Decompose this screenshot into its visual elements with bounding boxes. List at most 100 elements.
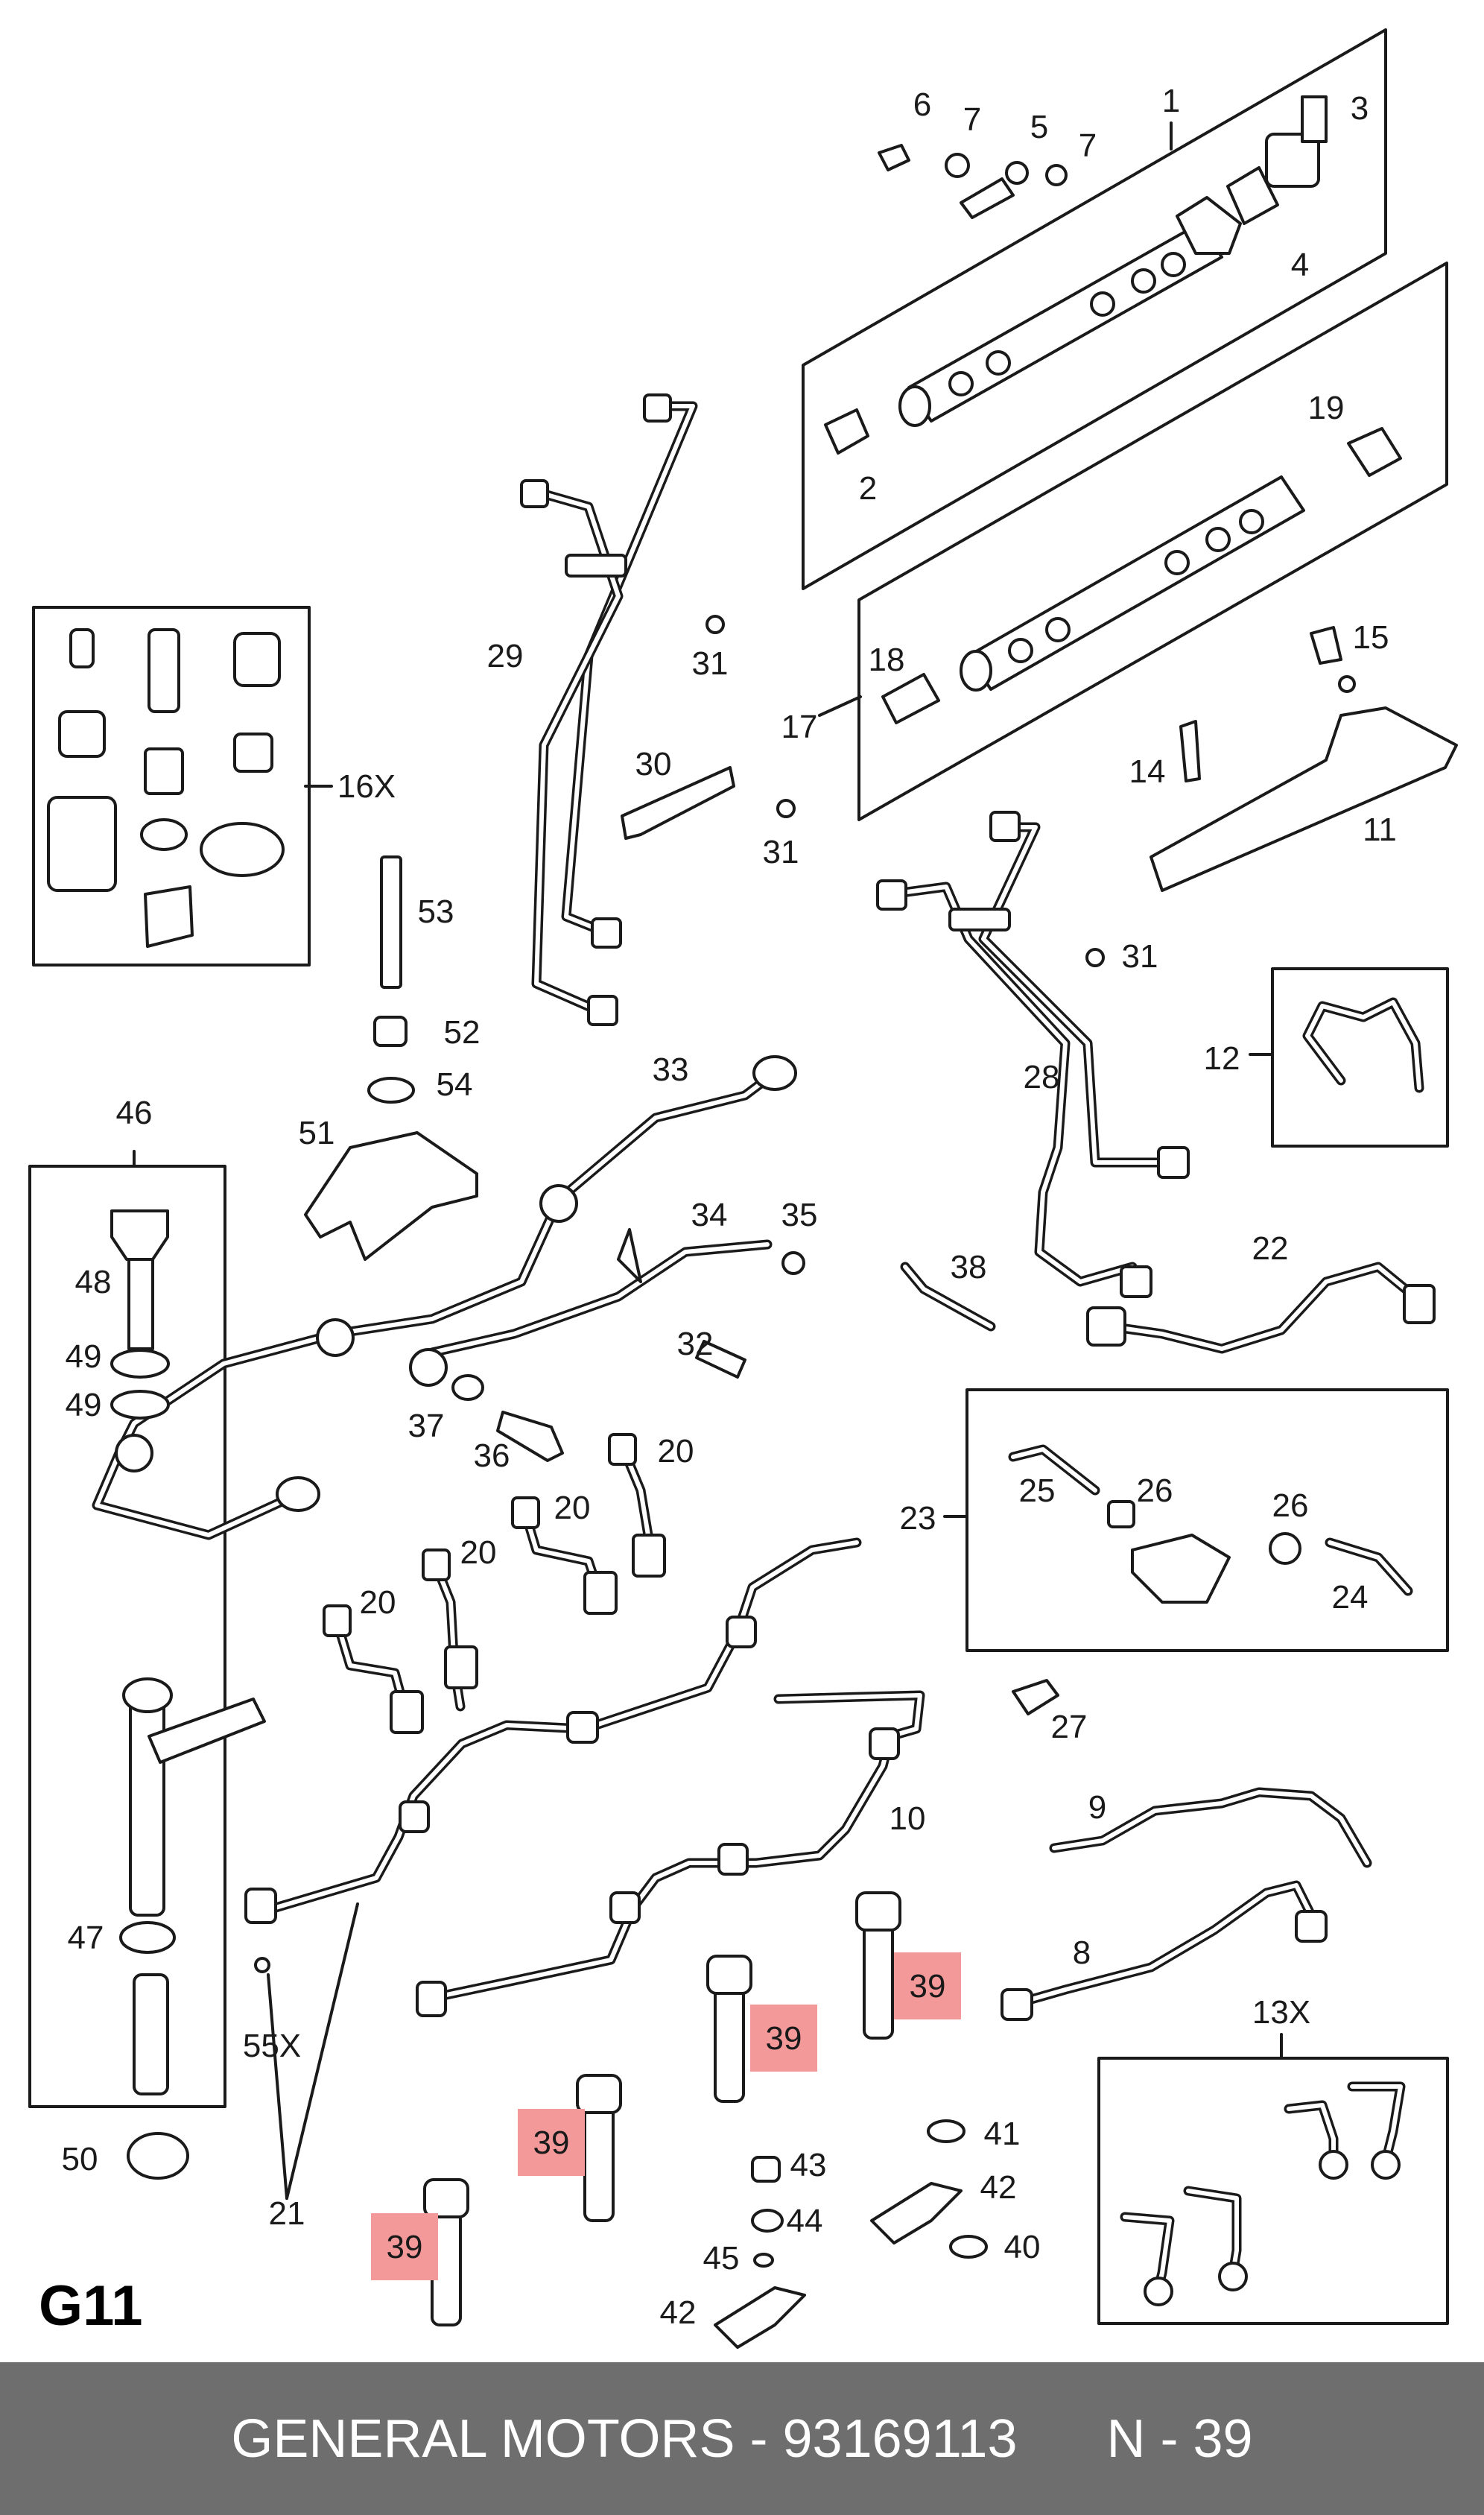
group-boxes bbox=[28, 28, 1449, 2325]
highlight-39d bbox=[371, 2213, 438, 2280]
callout-49b: 49 bbox=[66, 1387, 102, 1423]
fuel-rail-17 bbox=[881, 427, 1402, 724]
bolt-31b bbox=[776, 799, 796, 818]
footer-bar: GENERAL MOTORS - 93169113 N - 39 bbox=[0, 2362, 1484, 2515]
callout-53: 53 bbox=[418, 893, 454, 930]
callout-31c: 31 bbox=[1122, 938, 1158, 975]
bracket-11 bbox=[1150, 626, 1458, 892]
highlight-39a bbox=[894, 1952, 961, 2019]
callout-19: 19 bbox=[1308, 390, 1345, 426]
callout-9: 9 bbox=[1088, 1789, 1106, 1826]
sensor-18 bbox=[881, 673, 940, 724]
kit-16x-items bbox=[47, 628, 285, 948]
box-fuel-rail-17 bbox=[857, 262, 1448, 821]
bolt-48-shank bbox=[127, 1258, 154, 1350]
clip-55x bbox=[254, 1957, 270, 1973]
callout-1: 1 bbox=[1162, 83, 1180, 119]
clamp-26b bbox=[1269, 1532, 1301, 1565]
callout-20d: 20 bbox=[658, 1433, 694, 1470]
callout-44: 44 bbox=[787, 2203, 823, 2239]
nut-52 bbox=[373, 1016, 408, 1047]
callout-39a: 39 bbox=[910, 1968, 946, 2005]
callout-51: 51 bbox=[299, 1115, 335, 1151]
highlight-boxes bbox=[371, 1952, 961, 2280]
callout-21: 21 bbox=[269, 2195, 305, 2232]
callout-54: 54 bbox=[437, 1066, 473, 1103]
washer-7a bbox=[945, 153, 970, 178]
callout-13x: 13X bbox=[1252, 1994, 1310, 2031]
callout-46: 46 bbox=[116, 1095, 153, 1131]
leak-off-connectors-20 bbox=[323, 1433, 666, 1734]
callout-28: 28 bbox=[1024, 1059, 1060, 1095]
callout-37: 37 bbox=[408, 1408, 445, 1444]
callout-49a: 49 bbox=[66, 1338, 102, 1375]
callout-50: 50 bbox=[62, 2141, 98, 2177]
fuel-rail-1 bbox=[824, 95, 1328, 455]
callout-36: 36 bbox=[474, 1437, 510, 1474]
callout-26b: 26 bbox=[1272, 1487, 1309, 1524]
callout-labels: 1 2 3 4 5 6 7 7 8 9 10 11 12 13X 14 15 1… bbox=[62, 83, 1397, 2331]
callout-20c: 20 bbox=[554, 1490, 591, 1526]
callout-32: 32 bbox=[677, 1326, 714, 1362]
pipe-29 bbox=[520, 393, 698, 1026]
callout-55x: 55X bbox=[243, 2028, 301, 2064]
sleeve bbox=[133, 1973, 169, 2095]
callout-29: 29 bbox=[487, 638, 524, 674]
callout-17: 17 bbox=[781, 709, 818, 745]
bolt-6 bbox=[878, 144, 910, 171]
callout-23: 23 bbox=[900, 1500, 936, 1537]
bolt-48 bbox=[110, 1209, 169, 1261]
reference-code: G11 bbox=[39, 2274, 142, 2338]
footer-text: GENERAL MOTORS - 93169113 N - 39 bbox=[231, 2408, 1253, 2469]
bolt-15 bbox=[1310, 626, 1342, 665]
callout-31b: 31 bbox=[763, 834, 799, 870]
washer-49a bbox=[110, 1349, 170, 1379]
washer-49b bbox=[110, 1390, 170, 1420]
callout-7a: 7 bbox=[963, 101, 981, 138]
bolt-31c bbox=[1085, 948, 1105, 967]
pin-45 bbox=[753, 2253, 774, 2268]
callout-39c: 39 bbox=[533, 2125, 570, 2161]
callout-12: 12 bbox=[1204, 1040, 1240, 1077]
washer-41 bbox=[927, 2119, 965, 2143]
connector-23-parts bbox=[1008, 1444, 1413, 1604]
washer-7b bbox=[1045, 164, 1068, 186]
callout-47: 47 bbox=[68, 1920, 104, 1956]
highlight-39c bbox=[518, 2109, 585, 2176]
pipes-13x-items bbox=[1120, 2081, 1406, 2306]
callout-30: 30 bbox=[635, 746, 672, 782]
callout-8: 8 bbox=[1073, 1935, 1091, 1971]
washer-44 bbox=[751, 2209, 784, 2233]
bolt-36 bbox=[496, 1411, 564, 1462]
stud-53 bbox=[380, 855, 402, 989]
callout-42b: 42 bbox=[660, 2294, 697, 2331]
injector-46-parts bbox=[110, 1209, 266, 2180]
highlight-39b bbox=[750, 2005, 817, 2072]
seal-50 bbox=[127, 2132, 189, 2180]
callout-11: 11 bbox=[1363, 812, 1397, 848]
pipe-28 bbox=[876, 811, 1190, 1298]
callout-33: 33 bbox=[653, 1051, 689, 1088]
callout-31a: 31 bbox=[692, 645, 729, 682]
clip-42a bbox=[870, 2182, 963, 2244]
callout-27: 27 bbox=[1051, 1709, 1088, 1745]
pipe-22 bbox=[1086, 1262, 1436, 1354]
callout-14: 14 bbox=[1129, 753, 1166, 790]
exploded-parts-diagram: 1 2 3 4 5 6 7 7 8 9 10 11 12 13X 14 15 1… bbox=[28, 28, 1458, 2349]
bolt-27 bbox=[1012, 1679, 1059, 1715]
valve-19 bbox=[1347, 427, 1402, 477]
clip-35 bbox=[781, 1251, 805, 1275]
washer-40 bbox=[949, 2235, 988, 2259]
callout-38: 38 bbox=[951, 1249, 987, 1285]
banjo-bolt-5 bbox=[960, 177, 1015, 219]
hose-8 bbox=[1008, 1880, 1316, 2010]
callout-43: 43 bbox=[790, 2147, 827, 2183]
callout-18: 18 bbox=[869, 642, 905, 678]
injector-connectors-39 bbox=[423, 1891, 901, 2326]
callout-2: 2 bbox=[859, 470, 877, 507]
clamp-26a bbox=[1107, 1500, 1135, 1528]
pipe-12 bbox=[1302, 997, 1424, 1093]
callout-39b: 39 bbox=[766, 2020, 802, 2057]
bolt-14 bbox=[1179, 720, 1201, 782]
